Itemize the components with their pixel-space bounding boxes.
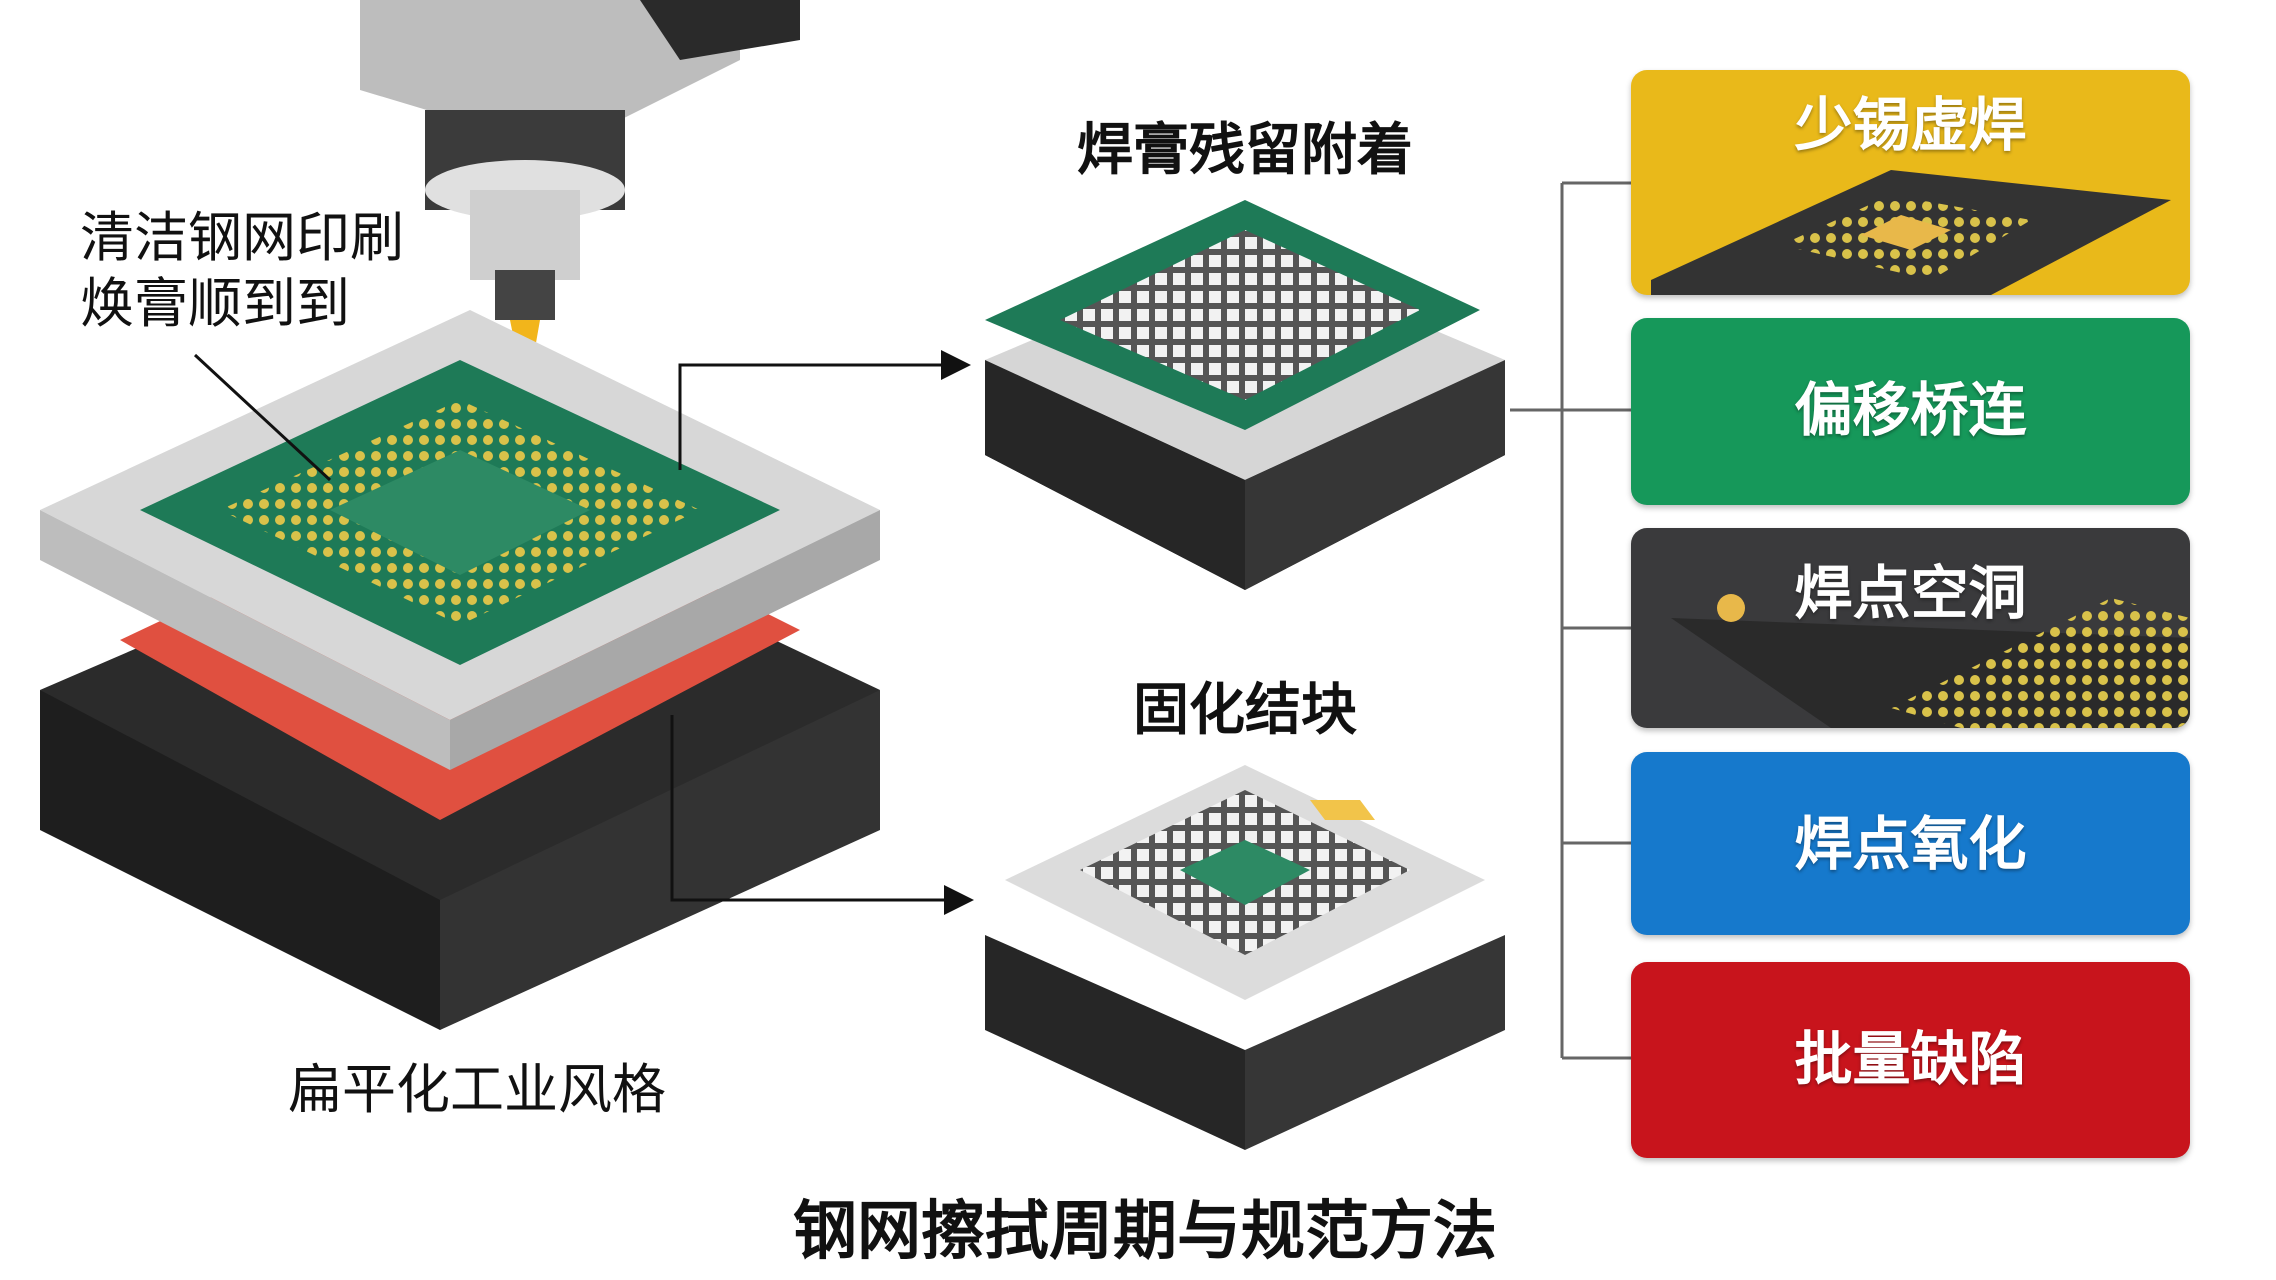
defect-label: 少锡虚焊: [1794, 91, 2027, 159]
bga-chip-icon: [1671, 594, 2190, 728]
residue-title: 焊膏残留附着: [1077, 118, 1413, 183]
cleaning-note-line-1: 清洁钢网印刷: [80, 206, 404, 269]
defect-label: 焊点空洞: [1794, 559, 2027, 627]
main-title: 钢网擦拭周期与规范方法: [793, 1195, 1497, 1269]
defect-label: 批量缺陷: [1794, 1025, 2027, 1093]
defect-card-voids: 焊点空洞: [1631, 528, 2190, 728]
defect-card-oxidation: 焊点氧化: [1631, 752, 2190, 935]
defect-card-offset-bridging: 偏移桥连: [1631, 318, 2190, 505]
defect-card-insufficient-solder: 少锡虚焊: [1631, 70, 2190, 295]
cleaning-note-line-2: 焕膏顺到到: [80, 272, 350, 335]
hardened-device: [985, 765, 1505, 1150]
residue-device: [985, 200, 1505, 590]
bga-chip-icon: [1651, 170, 2171, 295]
stencil-fixture: [40, 310, 880, 1030]
style-note: 扁平化工业风格: [288, 1058, 666, 1121]
defect-card-batch-defects: 批量缺陷: [1631, 962, 2190, 1158]
flow-arrows: [193, 350, 974, 915]
cleaning-note: 清洁钢网印刷 焕膏顺到到: [80, 205, 404, 337]
defect-label: 焊点氧化: [1794, 810, 2027, 878]
defect-label: 偏移桥连: [1794, 376, 2027, 444]
hardening-title: 固化结块: [1133, 678, 1357, 743]
defect-bracket: [1510, 181, 1631, 1060]
